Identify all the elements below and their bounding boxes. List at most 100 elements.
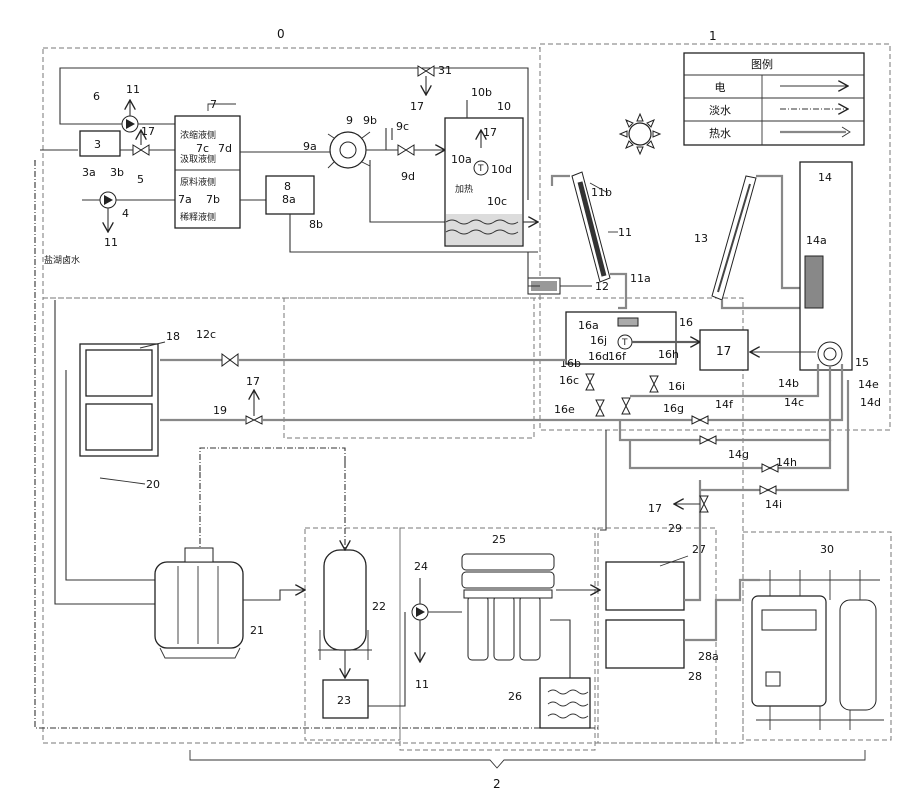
valve-14i — [760, 486, 776, 494]
label-7b: 7b — [206, 193, 220, 206]
label-10c: 10c — [487, 195, 507, 208]
label-14b: 14b — [778, 377, 799, 390]
sun-icon — [620, 114, 660, 154]
label-16j: 16j — [590, 334, 607, 347]
box7-line4: 稀释液侧 — [180, 211, 216, 223]
label-13: 13 — [694, 232, 708, 245]
label-16f: 16f — [608, 350, 627, 363]
thermometer-10d-T: T — [477, 164, 484, 174]
label-24: 24 — [414, 560, 428, 573]
label-14d: 14d — [860, 396, 881, 409]
label-11a: 11a — [630, 272, 651, 285]
label-23: 23 — [337, 694, 351, 707]
unit-21 — [155, 548, 243, 658]
label-14c: 14c — [784, 396, 804, 409]
label-6: 6 — [93, 90, 100, 103]
label-10: 10 — [497, 100, 511, 113]
label-11: 11 — [618, 226, 632, 239]
box7-line3: 原料液侧 — [180, 176, 216, 188]
label-0: 0 — [277, 27, 285, 41]
label-20: 20 — [146, 478, 160, 491]
label-14i: 14i — [765, 498, 782, 511]
label-15: 15 — [855, 356, 869, 369]
label-16g: 16g — [663, 402, 684, 415]
valve-14h — [762, 464, 778, 472]
legend-electric-label: 电 — [715, 81, 726, 94]
label-17-unit: 17 — [716, 344, 731, 358]
valve-5 — [133, 145, 141, 155]
valve-14g — [700, 436, 716, 444]
label-17-19: 17 — [246, 375, 260, 388]
unit-30 — [752, 570, 884, 730]
label-4: 4 — [122, 207, 129, 220]
label-11-top: 11 — [126, 83, 140, 96]
valve-14f — [692, 416, 708, 424]
label-16h: 16h — [658, 348, 679, 361]
legend-hot-label: 热水 — [709, 127, 731, 140]
label-9: 9 — [346, 114, 353, 127]
label-11b: 11b — [591, 186, 612, 199]
label-16a: 16a — [578, 319, 599, 332]
region-mid-top — [284, 298, 534, 438]
label-7c: 7c — [196, 142, 209, 155]
label-10d: 10d — [491, 163, 512, 176]
seawater-inlet-label: 盐湖卤水 — [44, 254, 80, 266]
label-9b: 9b — [363, 114, 377, 127]
label-9c: 9c — [396, 120, 409, 133]
label-14f: 14f — [715, 398, 734, 411]
unit-18 — [86, 350, 152, 396]
label-12c: 12c — [196, 328, 216, 341]
label-21: 21 — [250, 624, 264, 637]
label-16i: 16i — [668, 380, 685, 393]
label-7: 7 — [210, 98, 217, 111]
unit-22 — [318, 550, 372, 660]
legend-title: 图例 — [751, 57, 773, 71]
valve-29 — [700, 496, 708, 512]
label-16: 16 — [679, 316, 693, 329]
label-10b: 10b — [471, 86, 492, 99]
valve-9d — [398, 145, 406, 155]
label-14g: 14g — [728, 448, 749, 461]
unit-26 — [540, 678, 590, 728]
label-12: 12 — [595, 280, 609, 293]
label-25: 25 — [492, 533, 506, 546]
label-7a: 7a — [178, 193, 192, 206]
label-28: 28 — [688, 670, 702, 683]
valve-19 — [246, 416, 254, 424]
label-10a: 10a — [451, 153, 472, 166]
label-11-4: 11 — [104, 236, 118, 249]
legend: 图例 电 淡水 热水 — [684, 53, 864, 145]
pipe-6 — [60, 97, 175, 124]
legend-fresh-label: 淡水 — [709, 104, 731, 117]
valve-16c — [586, 374, 594, 390]
label-14e: 14e — [858, 378, 879, 391]
unit-27 — [606, 562, 684, 610]
label-29: 29 — [668, 522, 682, 535]
unit-20 — [86, 404, 152, 450]
brace-2 — [190, 750, 865, 768]
label-16d: 16d — [588, 350, 609, 363]
label-16e: 16e — [554, 403, 575, 416]
label-8: 8 — [284, 180, 291, 193]
label-11-24: 11 — [415, 678, 429, 691]
label-28a: 28a — [698, 650, 719, 663]
label-9d: 9d — [401, 170, 415, 183]
label-3a: 3a — [82, 166, 96, 179]
element-16a — [618, 318, 638, 326]
label-7d: 7d — [218, 142, 232, 155]
label-17-10: 17 — [483, 126, 497, 139]
heater-14a — [805, 256, 823, 308]
label-16c: 16c — [559, 374, 579, 387]
thermometer-16-T: T — [621, 338, 628, 348]
label-22: 22 — [372, 600, 386, 613]
label-2: 2 — [493, 777, 501, 791]
unit-28 — [606, 620, 684, 668]
valve-12c — [222, 354, 230, 366]
valve-16i — [650, 376, 658, 392]
label-30: 30 — [820, 543, 834, 556]
label-14: 14 — [818, 171, 832, 184]
label-8b: 8b — [309, 218, 323, 231]
label-3: 3 — [94, 138, 101, 151]
unit-25 — [462, 554, 554, 660]
